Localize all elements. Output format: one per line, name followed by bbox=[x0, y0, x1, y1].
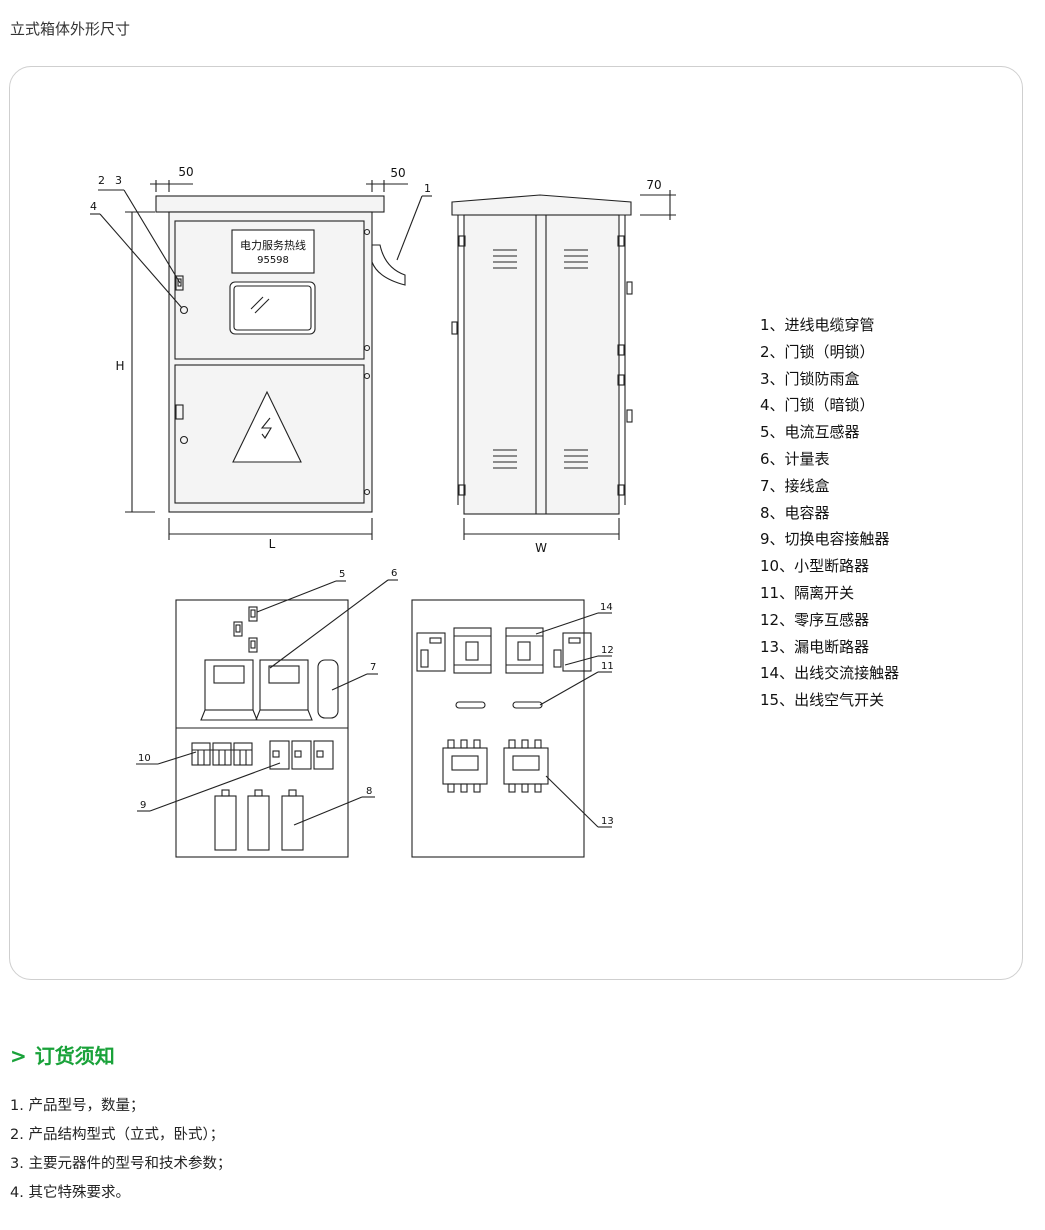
leakage-breaker-1 bbox=[442, 747, 488, 785]
callout-3: 3 bbox=[115, 174, 122, 187]
callout-11: 11 bbox=[601, 661, 614, 672]
callout-12: 12 bbox=[601, 645, 614, 656]
lower-concealed-lock-icon bbox=[179, 435, 189, 445]
legend-item: 5、电流互感器 bbox=[760, 423, 860, 442]
dim-overhang-left: 50 bbox=[178, 165, 193, 179]
callout-9: 9 bbox=[140, 800, 146, 811]
ac-contactor-2 bbox=[505, 627, 544, 674]
energy-meter-2 bbox=[259, 659, 309, 711]
cable-conduit bbox=[371, 244, 406, 286]
callout-5: 5 bbox=[339, 569, 345, 580]
air-switch-1 bbox=[416, 632, 446, 672]
isolating-switch-1 bbox=[455, 701, 486, 709]
legend-item: 4、门锁（暗锁） bbox=[760, 396, 875, 415]
hotline-sign-line2: 95598 bbox=[257, 255, 289, 266]
hotline-sign bbox=[231, 229, 315, 274]
order-note-item: 4. 其它特殊要求。 bbox=[10, 1185, 130, 1201]
internal-right-panel: 14 12 11 13 bbox=[411, 599, 614, 858]
side-hinges bbox=[451, 235, 633, 496]
side-roof bbox=[451, 194, 632, 216]
meter-window-inner bbox=[233, 285, 312, 331]
chevron-right-icon: > bbox=[10, 1044, 27, 1068]
callout-1: 1 bbox=[424, 182, 431, 195]
miniature-breakers bbox=[191, 742, 253, 766]
order-note-item: 2. 产品结构型式（立式，卧式）； bbox=[10, 1127, 225, 1143]
legend-item: 1、进线电缆穿管 bbox=[760, 316, 875, 334]
component-legend: 1、进线电缆穿管 2、门锁（明锁） 3、门锁防雨盒 4、门锁（暗锁） 5、电流互… bbox=[760, 312, 899, 714]
order-notes-heading: > 订货须知 bbox=[10, 1040, 115, 1069]
callout-4: 4 bbox=[90, 200, 97, 213]
terminal-box bbox=[317, 659, 339, 719]
capacitors bbox=[214, 789, 304, 851]
ac-contactor-1 bbox=[453, 627, 492, 674]
callout-10: 10 bbox=[138, 753, 151, 764]
legend-item: 12、零序互感器 bbox=[760, 610, 870, 629]
front-view: 电力服务热线 95598 H L bbox=[90, 165, 432, 551]
order-notes-title: 订货须知 bbox=[34, 1044, 115, 1068]
legend-item: 3、门锁防雨盒 bbox=[760, 369, 860, 388]
order-note-item: 1. 产品型号，数量； bbox=[10, 1098, 145, 1114]
dim-roof-depth: 70 bbox=[646, 178, 661, 192]
internal-left-panel: 5 6 7 10 9 8 bbox=[136, 568, 398, 858]
side-view: W 70 bbox=[451, 178, 676, 555]
lock-rain-box-icon bbox=[175, 275, 184, 291]
capacitor-contactors bbox=[269, 740, 334, 770]
lower-door bbox=[174, 364, 365, 504]
side-body bbox=[463, 214, 620, 515]
dim-length-label: L bbox=[269, 537, 276, 551]
callout-14: 14 bbox=[600, 602, 613, 613]
dim-height-label: H bbox=[115, 359, 124, 373]
order-notes-list: 1. 产品型号，数量； 2. 产品结构型式（立式，卧式）； 3. 主要元器件的型… bbox=[10, 1092, 231, 1208]
callout-7: 7 bbox=[370, 662, 376, 673]
front-hinges bbox=[363, 228, 371, 496]
dim-overhang-right: 50 bbox=[390, 166, 405, 180]
air-switch-2 bbox=[562, 632, 592, 672]
upper-door bbox=[174, 220, 365, 360]
callout-2: 2 bbox=[98, 174, 105, 187]
energy-meter-1 bbox=[204, 659, 254, 711]
hotline-sign-line1: 电力服务热线 bbox=[240, 238, 306, 252]
high-voltage-warning-icon bbox=[232, 390, 302, 463]
legend-item: 8、电容器 bbox=[760, 503, 830, 522]
legend-item: 10、小型断路器 bbox=[760, 557, 870, 576]
meter-window-outer bbox=[229, 281, 316, 335]
callout-8: 8 bbox=[366, 786, 372, 797]
legend-item: 6、计量表 bbox=[760, 449, 830, 468]
front-roof bbox=[155, 195, 385, 213]
side-louvers bbox=[493, 249, 588, 469]
isolating-switch-2 bbox=[512, 701, 543, 709]
concealed-lock-icon bbox=[179, 305, 189, 315]
leakage-breaker-2 bbox=[503, 747, 549, 785]
callout-13: 13 bbox=[601, 816, 614, 827]
legend-item: 15、出线空气开关 bbox=[760, 691, 885, 710]
legend-item: 7、接线盒 bbox=[760, 476, 830, 495]
legend-item: 11、隔离开关 bbox=[760, 583, 855, 602]
callout-6: 6 bbox=[391, 568, 397, 579]
dim-width-label: W bbox=[535, 541, 547, 555]
legend-item: 9、切换电容接触器 bbox=[760, 530, 890, 549]
page-section-title: 立式箱体外形尺寸 bbox=[10, 20, 131, 38]
legend-item: 14、出线交流接触器 bbox=[760, 664, 900, 683]
right-panel-outline bbox=[411, 599, 585, 858]
order-note-item: 3. 主要元器件的型号和技术参数； bbox=[10, 1156, 232, 1172]
legend-item: 2、门锁（明锁） bbox=[760, 342, 875, 361]
lower-lock-rain-box-icon bbox=[175, 404, 184, 420]
technical-drawing: 电力服务热线 95598 H L bbox=[90, 165, 676, 858]
legend-item: 13、漏电断路器 bbox=[760, 637, 870, 656]
